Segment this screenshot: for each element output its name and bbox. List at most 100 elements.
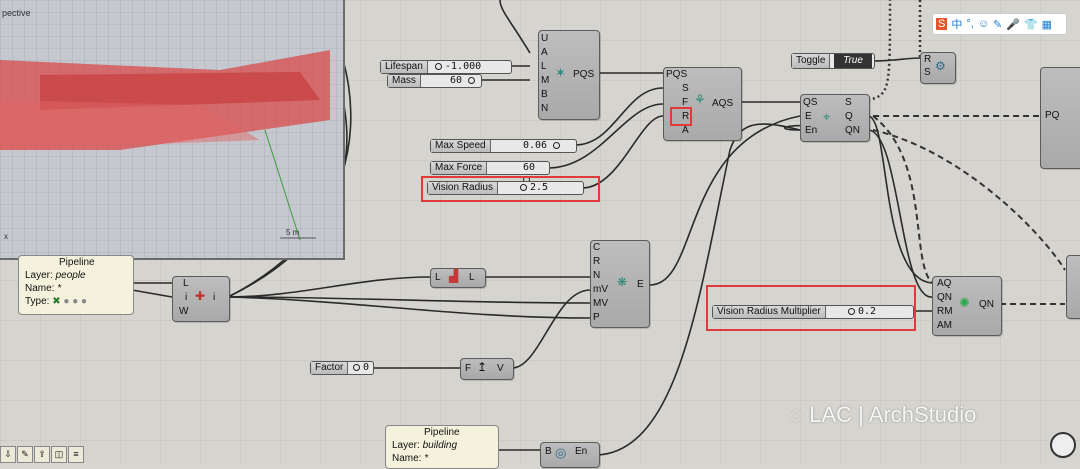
solver-output-s[interactable]: S [845,97,852,108]
mass-slider[interactable]: Mass 60 [387,74,482,88]
pen-icon[interactable]: ✎ [993,18,1003,31]
env-input-mv-max[interactable]: MV [593,298,608,309]
max-force-slider[interactable]: Max Force 60 [430,161,550,183]
particle-input-u[interactable]: U [541,33,549,44]
name-label: Name: [25,283,55,294]
layer-label: Layer: [25,270,53,281]
pq-component[interactable]: PQ [1040,67,1080,169]
particle-icon: ✶ [555,65,566,80]
bottom-toolbar[interactable]: ⇩ ✎ ⇪ ◫ ≡ [0,446,84,463]
vector-output-v[interactable]: V [497,363,504,374]
linker-icon: ✚ [195,289,206,303]
name-value: * [57,283,62,294]
env-input-mv[interactable]: mV [593,284,608,295]
agent-output-aqs[interactable]: AQS [712,98,734,109]
particle-input-n[interactable]: N [541,103,549,114]
particle-input-l[interactable]: L [541,61,547,72]
vision-radius-multiplier-slider[interactable]: Vision Radius Multiplier 0.2 [712,305,914,319]
pipeline-people[interactable]: Pipeline Layer: people Name: * Type: ✖ ●… [18,255,134,315]
agent-component[interactable]: PQS S F R A ⚘ AQS [663,67,742,141]
linker-output-i[interactable]: i [213,292,216,303]
query-input-rm[interactable]: RM [937,306,953,317]
solver-output-qn[interactable]: QN [845,125,860,136]
rhino-viewport[interactable]: pective x 5 m [0,0,345,260]
environment-component[interactable]: C R N mV MV P ❋ E [590,240,650,328]
bottom-input-en[interactable]: En [575,446,588,457]
query-output-qn[interactable]: QN [979,299,994,310]
solver-input-e[interactable]: E [805,111,812,122]
list-output[interactable]: L [469,272,475,283]
solver-input-en[interactable]: En [805,125,818,136]
agent-input-s[interactable]: S [682,83,689,94]
vision-radius-slider[interactable]: Vision Radius 2.5 [427,181,584,195]
pipeline-building[interactable]: Pipeline Layer: building Name: * [385,425,499,469]
mic-icon[interactable]: 🎤 [1006,18,1020,31]
reset-component[interactable]: R S ⚙ [920,52,956,84]
vector-input-f[interactable]: F [465,363,472,374]
lifespan-slider[interactable]: Lifespan -1.000 [380,60,512,74]
linker-input-w[interactable]: W [179,306,189,317]
reset-input-r[interactable]: R [924,54,932,65]
preview-icon[interactable]: ◫ [51,446,67,463]
linker-input-l[interactable]: L [183,278,189,289]
agent-input-r[interactable]: R [682,111,690,122]
env-input-c[interactable]: C [593,242,601,253]
type-icon[interactable]: ✖ [52,296,61,307]
emoji-icon[interactable]: ☺ [977,18,990,30]
reset-input-s[interactable]: S [924,67,931,78]
bake-icon[interactable]: ⇪ [34,446,50,463]
agent-input-pqs[interactable]: PQS [666,69,688,80]
vector-icon: ↥ [477,360,488,374]
query-input-qn[interactable]: QN [937,292,952,303]
solver-input-qs[interactable]: QS [803,97,818,108]
grid-icon[interactable]: ▦ [1041,18,1053,31]
draw-icon[interactable]: ✎ [17,446,33,463]
query-input-aq[interactable]: AQ [937,278,952,289]
ime-language[interactable]: 中 [951,19,963,31]
env-input-r[interactable]: R [593,256,601,267]
ime-toolbar[interactable]: S 中 °, ☺ ✎ 🎤 👕 ▦ [932,13,1067,35]
toggle-component[interactable]: Toggle True [791,53,875,69]
env-output-e[interactable]: E [637,279,644,290]
agent-icon: ⚘ [694,92,706,107]
vision-radius-label: Vision Radius [428,182,498,194]
settings-icon[interactable]: ≡ [68,446,84,463]
navigation-compass-icon[interactable] [1050,432,1076,458]
bottom-component[interactable]: B ◎ En [540,442,600,468]
save-icon[interactable]: ⇩ [0,446,16,463]
lifespan-label: Lifespan [381,61,428,73]
ime-punctuation[interactable]: °, [966,18,974,30]
list-component[interactable]: L ▟ L [430,268,486,288]
linker-input-i[interactable]: i [185,292,188,303]
particle-input-a[interactable]: A [541,47,548,58]
agent-input-f[interactable]: F [682,97,689,108]
max-force-value: 60 [523,162,549,183]
pq-input[interactable]: PQ [1045,110,1060,121]
shirt-icon[interactable]: 👕 [1023,18,1038,31]
vector-component[interactable]: F ↥ V [460,358,514,380]
toggle-label: Toggle [792,54,831,68]
particle-input-b[interactable]: B [541,89,548,100]
solver-icon: ⌖ [823,109,831,124]
bottom-input-b[interactable]: B [545,446,552,457]
solver-output-q[interactable]: Q [845,111,853,122]
query-component[interactable]: AQ QN RM AM ✺ QN [932,276,1002,336]
bottom-comp-icon: ◎ [555,445,567,460]
list-input[interactable]: L [435,272,441,283]
type-options-icon[interactable]: ● ● ● [63,296,88,307]
solver-component[interactable]: QS E En ⌖ S Q QN [800,94,870,142]
query-input-am[interactable]: AM [937,320,952,331]
linker-component[interactable]: L i W ✚ i [172,276,230,322]
env-input-n[interactable]: N [593,270,601,281]
vision-radius-multiplier-value: 0.2 [848,306,876,318]
max-speed-slider[interactable]: Max Speed 0.06 [430,139,577,153]
right-edge-component[interactable] [1066,255,1080,319]
particle-output-pqs[interactable]: PQS [573,69,595,80]
env-input-p[interactable]: P [593,312,600,323]
factor-slider[interactable]: Factor 0 [310,361,374,375]
wechat-icon: ◌ [790,402,804,427]
particle-component[interactable]: U A L M B N ✶ PQS [538,30,600,120]
agent-input-a[interactable]: A [682,125,689,136]
ime-logo-icon[interactable]: S [936,18,948,30]
particle-input-m[interactable]: M [541,75,550,86]
